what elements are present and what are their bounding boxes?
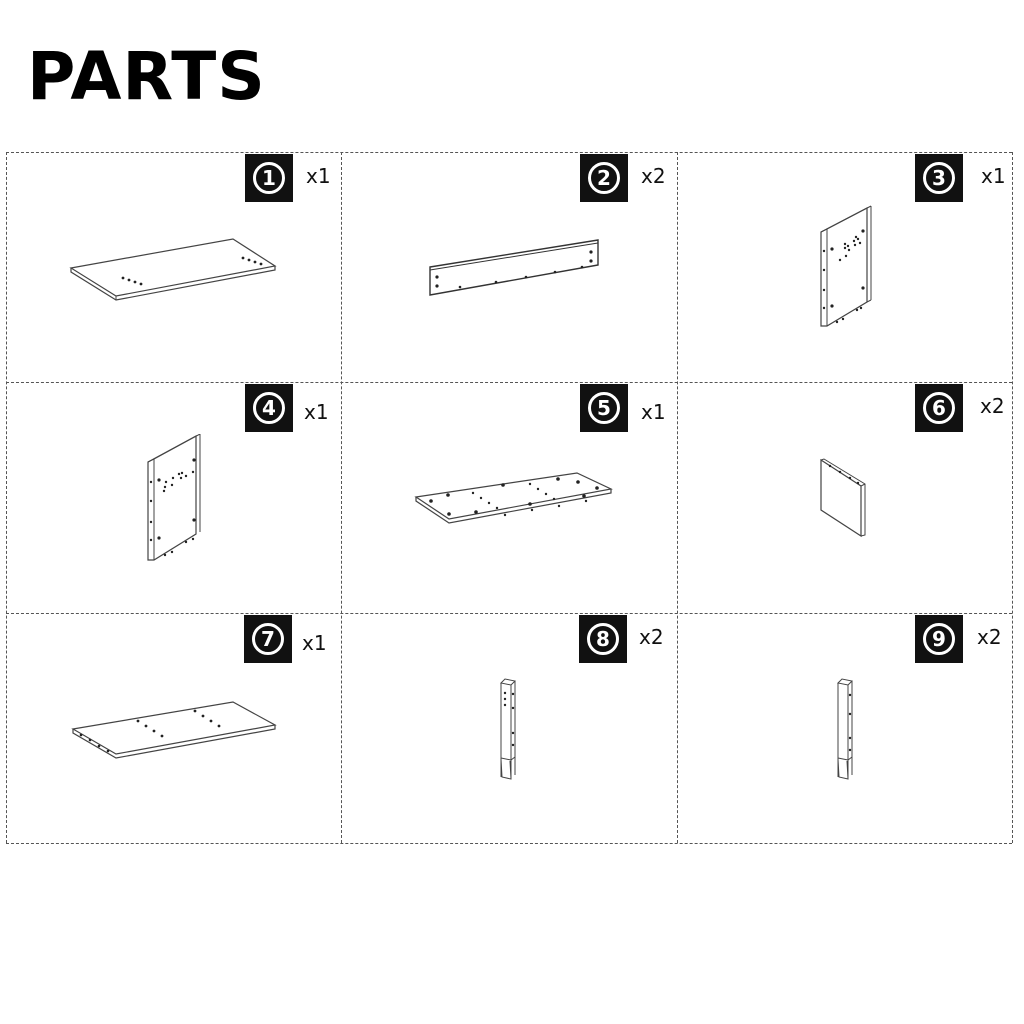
flat-panel-icon: [71, 701, 277, 759]
part-cell-9: 9 x2: [677, 613, 1012, 843]
part-cell-2: 2 x2: [341, 152, 677, 382]
part-cell-1: 1 x1: [6, 152, 341, 382]
side-panel-icon: [147, 434, 201, 561]
grid-line: [341, 152, 342, 843]
part-number-badge: 2: [580, 154, 628, 202]
part-cell-3: 3 x1: [677, 152, 1012, 382]
part-number-badge: 5: [580, 384, 628, 432]
part-quantity: x2: [639, 625, 664, 649]
part-number-badge: 6: [915, 384, 963, 432]
leg-post-icon: [836, 678, 854, 780]
small-panel-icon: [820, 458, 866, 538]
leg-post-icon: [499, 678, 517, 780]
parts-grid: 1 x1 2 x2 3 x1: [6, 152, 1013, 844]
part-cell-5: 5 x1: [341, 382, 677, 613]
flat-panel-icon: [69, 238, 277, 301]
part-quantity: x1: [306, 164, 331, 188]
part-cell-6: 6 x2: [677, 382, 1012, 613]
page-title: PARTS: [27, 38, 266, 115]
rail-icon: [429, 239, 599, 296]
flat-panel-icon: [414, 472, 613, 524]
part-number-badge: 3: [915, 154, 963, 202]
grid-line: [6, 613, 1012, 614]
grid-line: [6, 843, 1012, 844]
grid-line: [6, 152, 7, 843]
part-number-badge: 1: [245, 154, 293, 202]
grid-line: [6, 382, 1012, 383]
part-number-badge: 8: [579, 615, 627, 663]
part-number-badge: 9: [915, 615, 963, 663]
part-quantity: x1: [981, 164, 1006, 188]
side-panel-icon: [820, 205, 872, 327]
part-quantity: x2: [980, 394, 1005, 418]
part-quantity: x1: [304, 400, 329, 424]
part-quantity: x2: [977, 625, 1002, 649]
part-cell-7: 7 x1: [6, 613, 341, 843]
part-quantity: x1: [641, 400, 666, 424]
part-number-badge: 4: [245, 384, 293, 432]
grid-line: [6, 152, 1012, 153]
grid-line: [1012, 152, 1013, 843]
part-quantity: x1: [302, 631, 327, 655]
part-number-badge: 7: [244, 615, 292, 663]
part-cell-4: 4 x1: [6, 382, 341, 613]
part-quantity: x2: [641, 164, 666, 188]
part-cell-8: 8 x2: [341, 613, 677, 843]
grid-line: [677, 152, 678, 843]
